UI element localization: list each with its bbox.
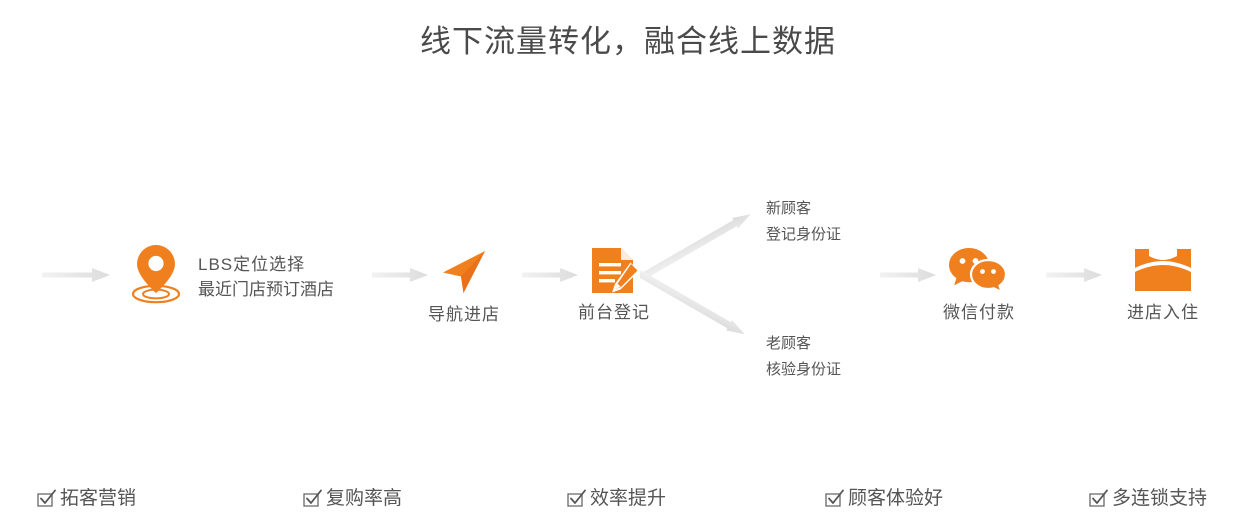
flow-node-lbs-labels: LBS定位选择 最近门店预订酒店 [198,252,334,302]
flow-node-lbs-line2: 最近门店预订酒店 [198,279,334,299]
flow-branch-old-customer-line1: 老顾客 [766,335,812,352]
flow-branch-new-customer: 新顾客 登记身份证 [766,196,841,248]
feature-item-1[interactable]: 复购率高 [302,488,402,510]
flow-node-front-desk-register-label: 前台登记 [578,303,650,322]
flow-node-wechat-pay-label: 微信付款 [943,303,1015,322]
check-box-icon [36,489,56,509]
flow-arrow-lbs-to-navigation [372,268,428,282]
flow-branch-new-customer-line1: 新顾客 [766,200,812,217]
page-title: 线下流量转化，融合线上数据 [420,24,836,59]
feature-item-0[interactable]: 拓客营销 [36,488,136,510]
flow-branch-arrows [637,190,780,340]
flow-arrow-navigation-to-register [522,268,578,282]
feature-item-3[interactable]: 顾客体验好 [824,488,943,510]
flow-node-wechat-pay[interactable]: 微信付款 [920,246,1038,325]
check-box-icon [1088,489,1108,509]
flow-node-front-desk-register[interactable]: 前台登记 [560,246,668,325]
flow-arrow-wechat-to-checkin [1046,268,1102,282]
flow-branch-new-customer-line2: 登记身份证 [766,226,842,243]
check-box-icon [824,489,844,509]
check-box-icon [566,489,586,509]
check-box-icon [302,489,322,509]
bed-icon [1104,246,1222,294]
navigation-arrow-icon [410,248,518,296]
flow-node-lbs-line1: LBS定位选择 [198,254,306,274]
flow-branch-old-customer-line2: 核验身份证 [766,361,842,378]
flow-arrow-branches-to-wechat [880,268,936,282]
flow-node-check-in[interactable]: 进店入住 [1104,246,1222,325]
flow-node-navigation-label: 导航进店 [428,305,500,324]
feature-label-3: 顾客体验好 [848,488,944,509]
feature-label-2: 效率提升 [590,488,667,509]
process-flow-diagram: LBS定位选择 最近门店预订酒店 导航进店 [42,190,1222,383]
flow-node-lbs[interactable]: LBS定位选择 最近门店预订酒店 [128,243,334,310]
flow-branch-old-customer: 老顾客 核验身份证 [766,331,841,383]
flow-arrow-entry [42,268,110,282]
feature-list: 拓客营销 复购率高 效率提升 顾客体验好 [0,488,1256,532]
feature-item-4[interactable]: 多连锁支持 [1088,488,1207,510]
feature-item-2[interactable]: 效率提升 [566,488,666,510]
flow-node-navigation[interactable]: 导航进店 [410,248,518,327]
wechat-icon [920,246,1038,295]
feature-label-4: 多连锁支持 [1112,488,1208,509]
feature-label-1: 复购率高 [326,488,403,509]
feature-label-0: 拓客营销 [60,488,137,509]
flow-node-check-in-label: 进店入住 [1127,303,1199,322]
location-pin-icon [128,243,184,310]
document-pencil-icon [560,246,668,294]
